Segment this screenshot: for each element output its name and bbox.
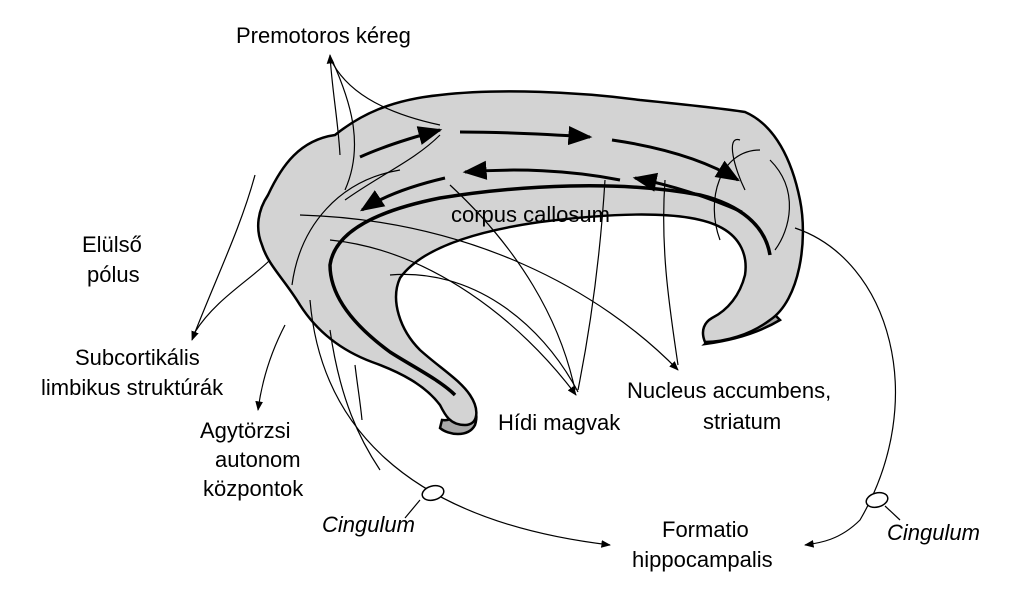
cingulum-section-right [865,491,889,509]
cingulum-bundle-right [794,227,897,548]
label-premotor-cortex: Premotoros kéreg [236,23,411,48]
fiber-cc-to-pontine-4 [389,273,579,393]
fiber-cc-to-pontine-3 [329,239,577,396]
fiber-accumbens-2 [663,179,679,366]
arrow-anterior-lower [359,176,446,212]
label-cingulum-left: Cingulum [322,512,415,537]
arrow-mid-lower [462,160,621,182]
fiber-subcortical-1 [191,174,256,341]
cingulum-pointer-left [404,499,421,519]
fiber-cc-to-pontine-2 [577,179,606,391]
fiber-premotor-c [331,59,356,191]
label-anterior-pole-line1: Elülső [82,232,142,257]
fiber-posterior-3 [731,139,746,191]
fiber-subcortical-2 [194,259,271,333]
label-subcortical-line2: limbikus struktúrák [41,375,224,400]
arrow-mid-upper [459,125,593,146]
fiber-posterior-1 [713,149,761,241]
cingulum-pointer-right [884,505,901,521]
fiber-premotor-a [326,54,341,156]
label-brainstem-line1: Agytörzsi [200,418,290,443]
label-pontine-nuclei: Hídi magvak [498,410,621,435]
cingulum-bundle-left-c [354,364,363,421]
fiber-cc-to-pontine-1 [449,184,576,391]
fiber-posterior-2 [769,159,791,251]
fiber-brainstem [255,324,286,411]
label-accumbens-line2: striatum [703,409,781,434]
label-cingulum-right: Cingulum [887,520,980,545]
cingulum-section-left [421,484,445,502]
label-accumbens-line1: Nucleus accumbens, [627,378,831,403]
label-brainstem-line2: autonom [215,447,301,472]
fiber-accumbens-1 [299,214,679,371]
arrow-posterior-upper [611,138,741,182]
arrow-anterior-upper [359,126,443,159]
cingulate-gyrus [256,90,805,427]
label-corpus-callosum: corpus callosum [451,202,610,227]
cingulum-bundle-left-b [329,329,381,471]
arrow-posterior-lower [632,172,743,214]
label-hippocampal-line1: Formatio [662,517,749,542]
label-brainstem-line3: központok [203,476,304,501]
fiber-anterior-1 [344,134,441,201]
label-subcortical-line1: Subcortikális [75,345,200,370]
cingulum-bundle-left [309,299,611,548]
label-hippocampal-line2: hippocampalis [632,547,773,572]
fiber-anterior-2 [291,169,401,286]
label-anterior-pole-line2: pólus [87,262,140,287]
